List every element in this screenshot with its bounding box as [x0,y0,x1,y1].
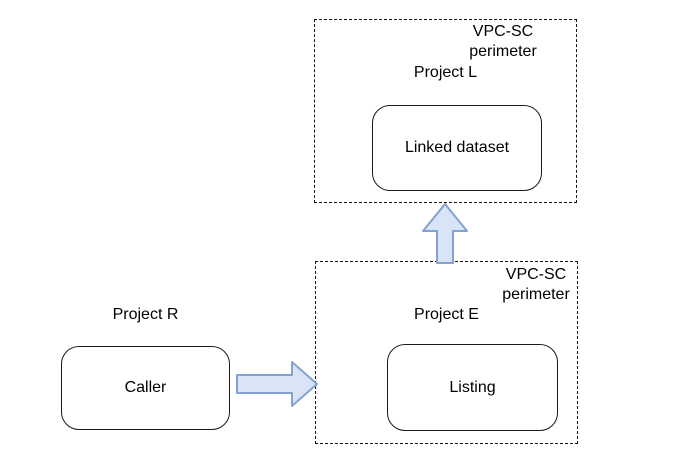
node-caller: Caller [61,346,230,430]
project-e-label: Project E [414,306,479,323]
node-caller-label: Caller [124,379,167,396]
perimeter-label-top: VPC-SC perimeter [443,22,563,62]
arrow-right-caller-to-listing-icon [236,361,318,407]
vpc-sc-perimeter-bottom: VPC-SC perimeter Project E Listing [315,261,578,444]
node-listing-label: Listing [449,378,496,396]
perimeter-label-bottom-line2: perimeter [502,286,570,303]
vpc-sc-perimeter-top: VPC-SC perimeter Project L Linked datase… [314,19,577,203]
node-listing: Listing [387,344,558,431]
perimeter-label-top-line2: perimeter [469,43,537,60]
perimeter-label-bottom: VPC-SC perimeter [476,265,596,305]
node-linked-dataset: Linked dataset [372,105,542,191]
node-linked-dataset-label: Linked dataset [404,139,510,156]
arrow-up-listing-to-linked-dataset-icon [422,203,468,264]
project-r-label: Project R [112,306,179,323]
perimeter-label-bottom-line1: VPC-SC [505,266,567,283]
perimeter-label-top-line1: VPC-SC [472,23,534,40]
project-l-label: Project L [413,64,478,81]
